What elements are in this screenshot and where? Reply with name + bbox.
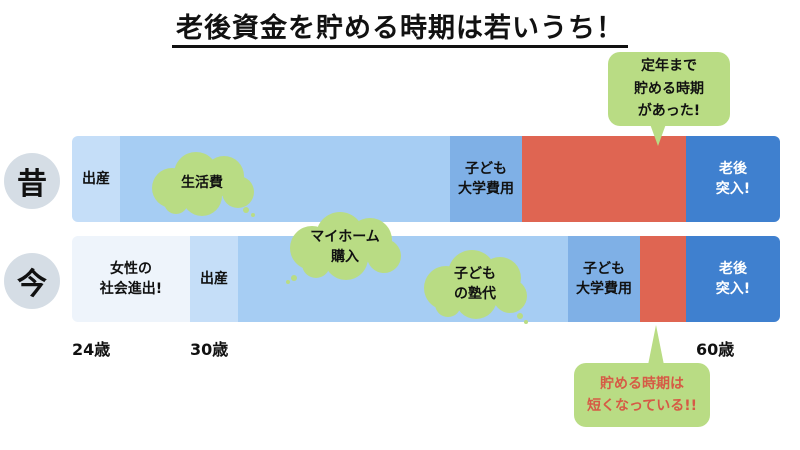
era-label-past: 昔 — [4, 153, 60, 209]
callout-present-pointer — [648, 325, 664, 365]
era-label-present: 今 — [4, 253, 60, 309]
cloud-shape — [424, 250, 528, 324]
segment-past-retire: 老後 突入! — [686, 136, 780, 222]
segment-present-work: 女性の 社会進出! — [72, 236, 190, 322]
callout-present-saving: 貯める時期は 短くなっている!! — [574, 363, 710, 427]
segment-present-saving — [640, 236, 686, 322]
title-text: 老後資金を貯める時期は若いうち！ — [172, 13, 628, 48]
segment-present-birth: 出産 — [190, 236, 238, 322]
cloud-shape — [286, 212, 401, 284]
cloud-shape — [152, 152, 255, 217]
callout-past-pointer — [650, 124, 666, 146]
cloud-living-expenses: 生活費 — [146, 148, 258, 218]
cloud-home-purchase: マイホーム 購入 — [286, 212, 404, 284]
age-label-24: 24歳 — [72, 340, 111, 359]
cloud-cram-text: 子ども の塾代 — [454, 265, 496, 302]
segment-present-college: 子ども 大学費用 — [568, 236, 640, 322]
cloud-living-text: 生活費 — [181, 174, 223, 191]
segment-present-retire: 老後 突入! — [686, 236, 780, 322]
age-label-60: 60歳 — [696, 340, 735, 359]
cloud-home-text: マイホーム 購入 — [310, 228, 380, 265]
cloud-cram-school: 子ども の塾代 — [420, 246, 530, 324]
segment-past-college: 子ども 大学費用 — [450, 136, 522, 222]
page-title: 老後資金を貯める時期は若いうち！ — [0, 6, 800, 48]
segment-past-birth: 出産 — [72, 136, 120, 222]
segment-past-saving — [522, 136, 686, 222]
callout-past-saving: 定年まで 貯める時期 があった! — [608, 52, 730, 126]
age-label-30: 30歳 — [190, 340, 229, 359]
